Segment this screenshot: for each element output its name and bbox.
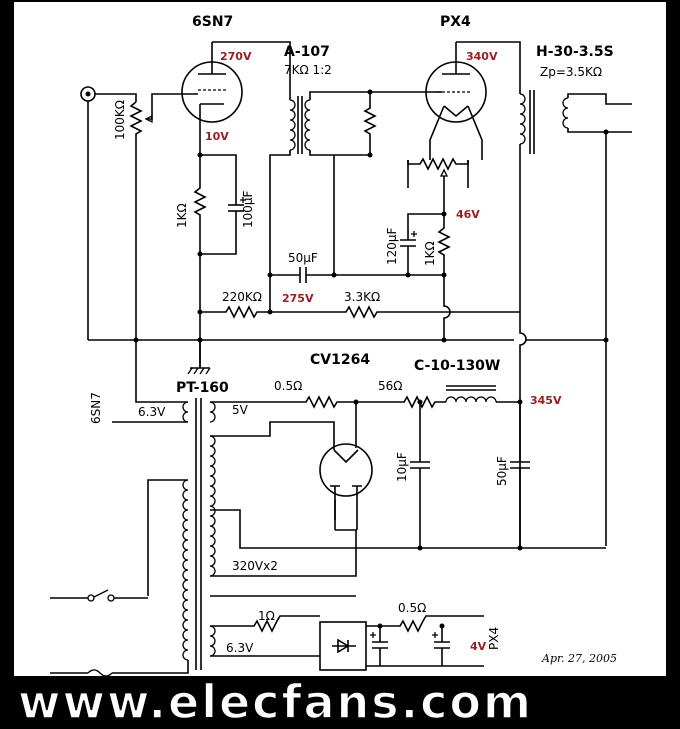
power-transformer xyxy=(182,398,216,670)
voltage-275: 275V xyxy=(282,292,314,305)
resistor-0-5b-label: 0.5Ω xyxy=(398,601,426,615)
rectifier-tube xyxy=(319,443,373,520)
filter-choke xyxy=(445,385,520,403)
resistor-1-label: 1Ω xyxy=(258,609,275,623)
rectifier-tube-label: CV1264 xyxy=(310,352,370,368)
cathode-cap-label: 100μF xyxy=(241,190,255,228)
voltage-270: 270V xyxy=(220,50,252,63)
hum-balance-pot xyxy=(407,157,469,214)
voltage-10: 10V xyxy=(205,130,229,143)
choke-name: C-10-130W xyxy=(414,358,500,374)
input-jack xyxy=(80,86,96,102)
resistor-220k-label: 220KΩ xyxy=(222,290,262,304)
resistor-3-3k-label: 3.3KΩ xyxy=(344,290,380,304)
cap-50u-label: 50μF xyxy=(495,456,509,486)
px4-heater-tube-label: PX4 xyxy=(487,627,501,650)
watermark-banner: www.elecfans.com xyxy=(0,676,680,729)
voltage-340: 340V xyxy=(466,50,498,63)
resistor-0-5-label: 0.5Ω xyxy=(274,379,302,393)
volume-pot xyxy=(129,93,180,142)
voltage-46: 46V xyxy=(456,208,480,221)
ground-symbol xyxy=(187,340,211,375)
power-transformer-name: PT-160 xyxy=(176,380,229,396)
pot-label: 100KΩ xyxy=(113,100,127,140)
coupling-cap-label: 50μF xyxy=(288,251,318,265)
heater-6sn7-voltage: 6.3V xyxy=(138,405,166,419)
tube-px4 xyxy=(425,41,521,123)
interstage-spec: 7KΩ 1:2 xyxy=(284,63,332,77)
output-transformer-spec: Zp=3.5KΩ xyxy=(540,65,602,79)
cathode-resistor-label: 1KΩ xyxy=(175,203,189,228)
tube-px4-label: PX4 xyxy=(440,14,471,30)
watermark-text: www.elecfans.com xyxy=(18,676,533,729)
rect-heater-voltage: 5V xyxy=(232,403,249,417)
schematic-date: Apr. 27, 2005 xyxy=(541,652,617,665)
interstage-transformer xyxy=(269,92,311,310)
output-transformer-name: H-30-3.5S xyxy=(536,44,614,60)
voltage-345: 345V xyxy=(530,394,562,407)
cap-10u-label: 10μF xyxy=(395,452,409,482)
secondary-voltage: 320Vx2 xyxy=(232,559,278,573)
voltage-4: 4V xyxy=(470,640,487,653)
tube-6sn7 xyxy=(181,41,291,123)
resistor-56-label: 56Ω xyxy=(378,379,402,393)
schematic-sheet xyxy=(14,2,666,680)
interstage-name: A-107 xyxy=(284,44,330,60)
px4-cathode-cap-label: 120μF xyxy=(385,227,399,265)
px4-cathode-resistor-label: 1KΩ xyxy=(423,241,437,266)
tube-6sn7-label: 6SN7 xyxy=(192,14,233,30)
px4-heater-voltage: 6.3V xyxy=(226,641,254,655)
output-transformer xyxy=(519,90,632,154)
heater-6sn7-tube-label: 6SN7 xyxy=(89,392,103,424)
bridge-rectifier xyxy=(319,621,367,671)
